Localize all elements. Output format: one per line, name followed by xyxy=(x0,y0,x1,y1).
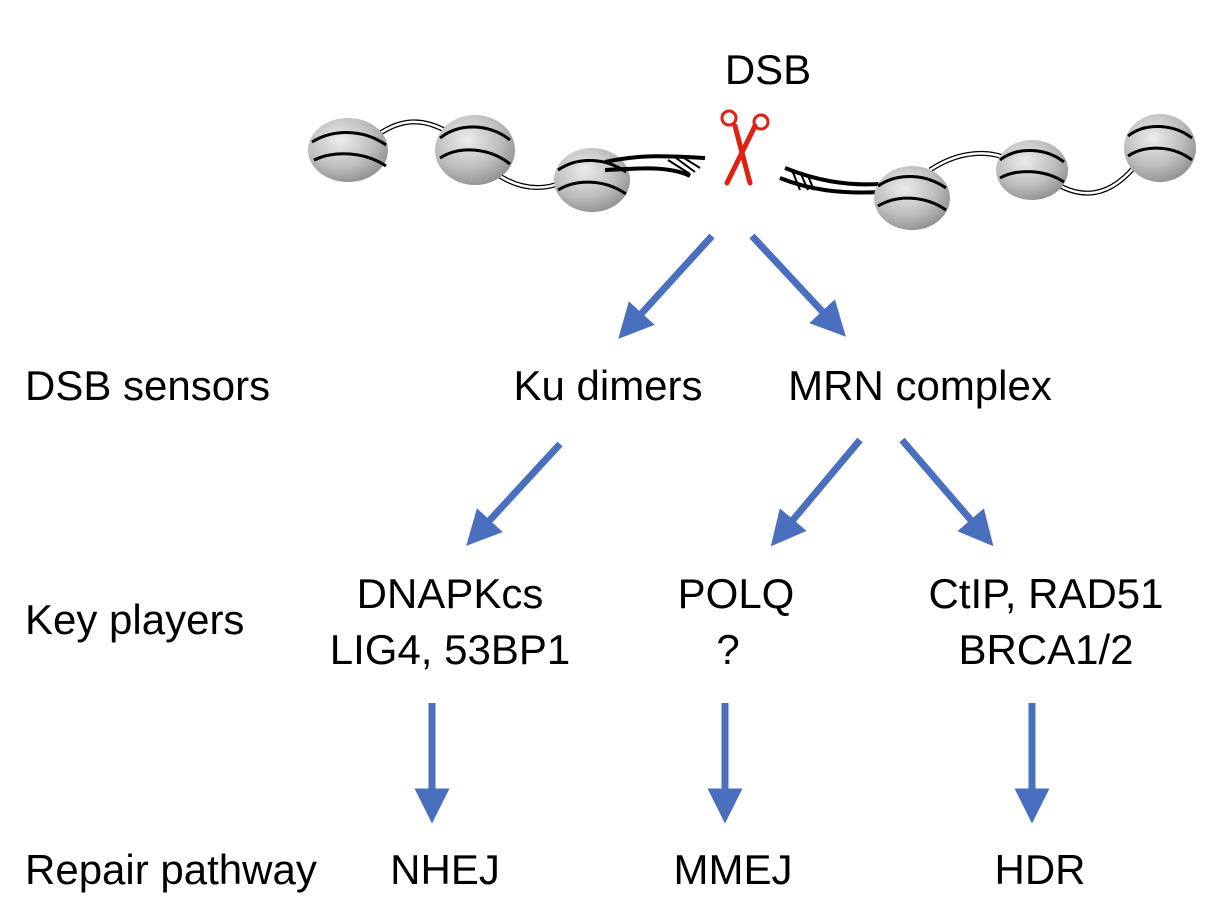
pathway-hdr: HDR xyxy=(994,846,1086,893)
arrow-icon xyxy=(770,437,863,547)
hdr-players-line2: BRCA1/2 xyxy=(958,626,1134,673)
arrow-icon xyxy=(466,441,563,546)
nhej-players-line2: LIG4, 53BP1 xyxy=(329,626,571,673)
nucleosome-icon xyxy=(554,148,630,212)
chromatin-left xyxy=(308,115,706,212)
row-label-players: Key players xyxy=(25,596,245,643)
nucleosome-icon xyxy=(996,140,1068,200)
mmej-players-line1: POLQ xyxy=(677,570,795,617)
diagram-title: DSB xyxy=(724,46,812,93)
row-label-pathway: Repair pathway xyxy=(25,846,317,893)
sensor-mrn-complex: MRN complex xyxy=(788,362,1052,409)
arrow-icon xyxy=(899,437,994,547)
pathway-nhej: NHEJ xyxy=(390,846,500,893)
nucleosome-icon xyxy=(308,118,388,182)
scissors-icon xyxy=(720,109,770,186)
hdr-players-line1: CtIP, RAD51 xyxy=(928,570,1164,617)
row-label-sensors: DSB sensors xyxy=(25,362,271,409)
nucleosome-icon xyxy=(1124,114,1196,182)
nhej-players-line1: DNAPKcs xyxy=(356,570,544,617)
arrow-icon xyxy=(618,233,715,339)
arrow-icon xyxy=(749,233,846,337)
mmej-players-line2: ? xyxy=(716,626,740,673)
chromatin-right xyxy=(779,114,1196,230)
nucleosome-icon xyxy=(874,166,950,230)
sensor-ku-dimers: Ku dimers xyxy=(513,362,703,409)
arrows xyxy=(414,233,1050,824)
nucleosome-icon xyxy=(435,115,515,185)
pathway-mmej: MMEJ xyxy=(673,846,793,893)
